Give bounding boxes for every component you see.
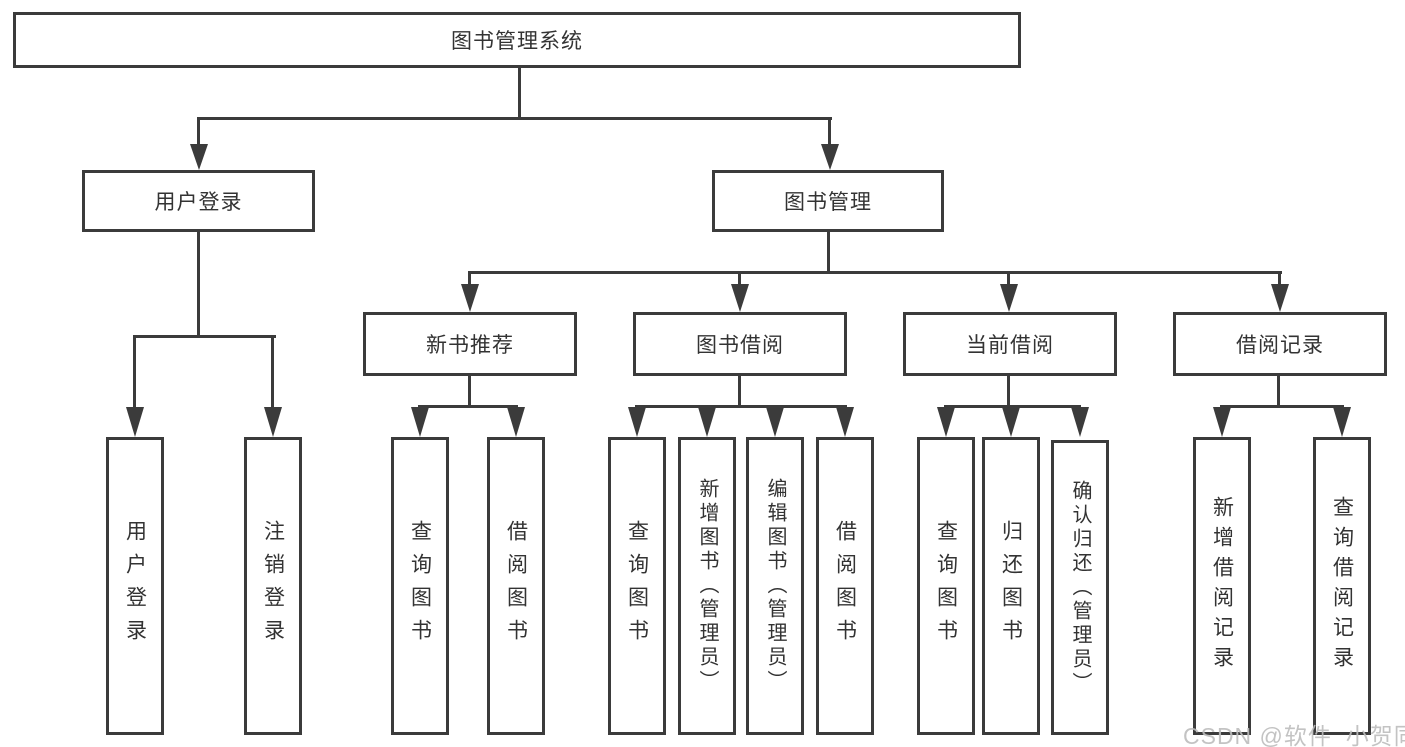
- arrow-down-icon: [126, 407, 144, 437]
- leaf-borrow-books: 借阅图书: [816, 437, 874, 735]
- arrow-down-icon: [1000, 284, 1018, 312]
- node-user-login: 用户登录: [82, 170, 315, 232]
- arrow-down-icon: [1271, 284, 1289, 312]
- leaf-borrow-books-recommend-label: 借阅图书: [504, 520, 528, 652]
- leaf-edit-book-admin-label: 编辑图书（管理员）: [764, 478, 786, 694]
- arrow-down-icon: [1002, 407, 1020, 437]
- node-new-book-recommend-label: 新书推荐: [426, 334, 514, 357]
- leaf-edit-book-admin: 编辑图书（管理员）: [746, 437, 804, 735]
- connector-line: [133, 335, 276, 338]
- leaf-logout: 注销登录: [244, 437, 302, 735]
- leaf-borrow-books-recommend: 借阅图书: [487, 437, 545, 735]
- leaf-query-books-borrow: 查询图书: [608, 437, 666, 735]
- connector-line: [468, 271, 1282, 274]
- arrow-down-icon: [264, 407, 282, 437]
- arrow-down-icon: [836, 407, 854, 437]
- leaf-add-book-admin-label: 新增图书（管理员）: [696, 478, 718, 694]
- connector-line: [1007, 376, 1010, 408]
- connector-line: [468, 376, 471, 408]
- leaf-borrow-books-label: 借阅图书: [833, 520, 857, 652]
- node-book-borrow-label: 图书借阅: [696, 334, 784, 357]
- node-book-management-label: 图书管理: [784, 191, 872, 214]
- connector-line: [133, 336, 136, 412]
- arrow-down-icon: [190, 144, 208, 170]
- arrow-down-icon: [821, 144, 839, 170]
- arrow-down-icon: [766, 407, 784, 437]
- leaf-query-books-borrow-label: 查询图书: [625, 520, 649, 652]
- connector-line: [944, 405, 1081, 408]
- leaf-user-login: 用户登录: [106, 437, 164, 735]
- arrow-down-icon: [731, 284, 749, 312]
- arrow-down-icon: [1333, 407, 1351, 437]
- arrow-down-icon: [937, 407, 955, 437]
- leaf-query-books-recommend-label: 查询图书: [408, 520, 432, 652]
- connector-line: [271, 336, 274, 412]
- connector-line: [418, 405, 518, 408]
- connector-line: [197, 118, 200, 148]
- leaf-query-books-current-label: 查询图书: [934, 520, 958, 652]
- connector-line: [1007, 272, 1010, 290]
- leaf-return-book: 归还图书: [982, 437, 1040, 735]
- arrow-down-icon: [1213, 407, 1231, 437]
- leaf-query-books-current: 查询图书: [917, 437, 975, 735]
- node-user-login-label: 用户登录: [154, 191, 243, 214]
- arrow-down-icon: [698, 407, 716, 437]
- node-book-borrow: 图书借阅: [633, 312, 847, 376]
- node-root-label: 图书管理系统: [451, 30, 583, 53]
- leaf-query-borrow-record: 查询借阅记录: [1313, 437, 1371, 735]
- watermark: CSDN @软件_小贺同学: [1183, 723, 1405, 747]
- connector-line: [827, 232, 830, 274]
- connector-line: [738, 272, 741, 290]
- connector-line: [197, 117, 832, 120]
- leaf-add-book-admin: 新增图书（管理员）: [678, 437, 736, 735]
- leaf-confirm-return-admin-label: 确认归还（管理员）: [1069, 479, 1091, 696]
- node-new-book-recommend: 新书推荐: [363, 312, 577, 376]
- arrow-down-icon: [507, 407, 525, 437]
- leaf-confirm-return-admin: 确认归还（管理员）: [1051, 440, 1109, 735]
- node-borrow-records-label: 借阅记录: [1236, 334, 1324, 357]
- connector-line: [635, 405, 847, 408]
- connector-line: [828, 118, 831, 148]
- node-current-borrow-label: 当前借阅: [966, 334, 1054, 357]
- connector-line: [468, 272, 471, 290]
- node-book-management: 图书管理: [712, 170, 944, 232]
- node-current-borrow: 当前借阅: [903, 312, 1117, 376]
- connector-line: [518, 66, 521, 119]
- connector-line: [1278, 272, 1281, 290]
- arrow-down-icon: [1071, 407, 1089, 437]
- connector-line: [1277, 376, 1280, 408]
- connector-line: [1220, 405, 1344, 408]
- leaf-query-books-recommend: 查询图书: [391, 437, 449, 735]
- leaf-query-borrow-record-label: 查询借阅记录: [1330, 496, 1354, 676]
- leaf-user-login-label: 用户登录: [123, 520, 147, 652]
- leaf-return-book-label: 归还图书: [999, 520, 1023, 652]
- node-root: 图书管理系统: [13, 12, 1021, 68]
- connector-line: [738, 376, 741, 408]
- arrow-down-icon: [411, 407, 429, 437]
- arrow-down-icon: [628, 407, 646, 437]
- leaf-add-borrow-record: 新增借阅记录: [1193, 437, 1251, 735]
- node-borrow-records: 借阅记录: [1173, 312, 1387, 376]
- leaf-logout-label: 注销登录: [261, 520, 285, 652]
- leaf-add-borrow-record-label: 新增借阅记录: [1210, 496, 1234, 676]
- arrow-down-icon: [461, 284, 479, 312]
- connector-line: [197, 232, 200, 338]
